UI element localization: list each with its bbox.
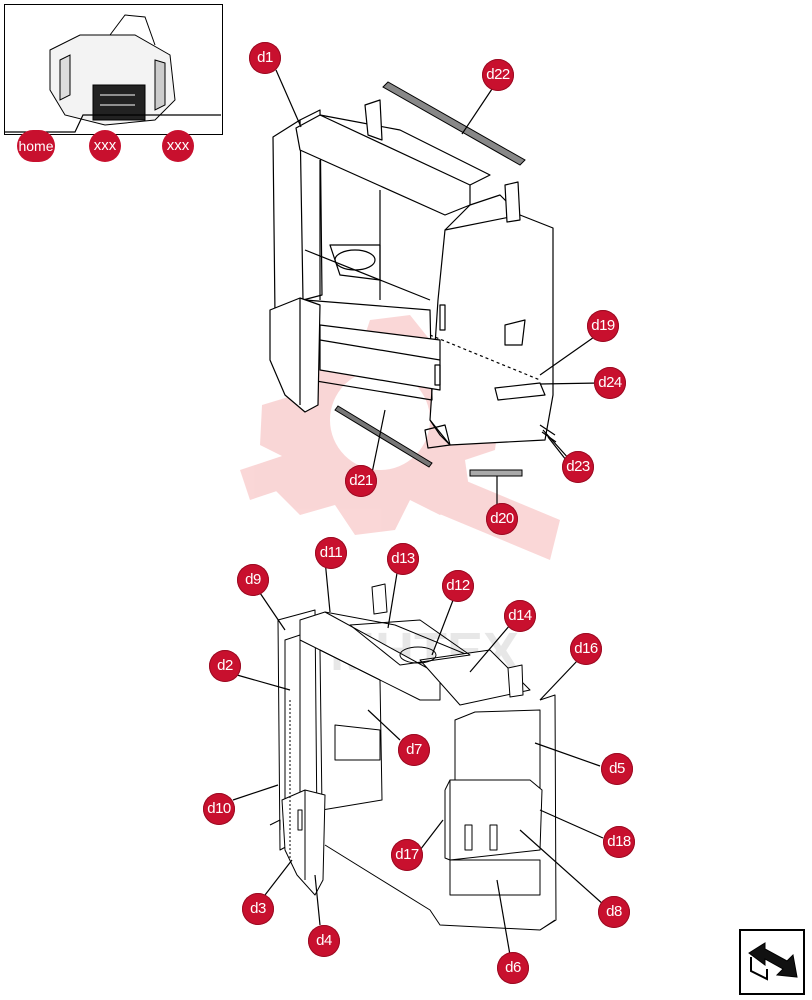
machine-overview-icon [5, 14, 221, 133]
home-button[interactable]: home [17, 130, 55, 162]
return-arrow-icon [748, 942, 798, 981]
callout-d13[interactable]: d13 [387, 543, 419, 575]
callout-d22[interactable]: d22 [482, 59, 514, 91]
callout-d18[interactable]: d18 [603, 826, 635, 858]
callout-d9[interactable]: d9 [237, 564, 269, 596]
callout-d14[interactable]: d14 [504, 600, 536, 632]
nav-button-2[interactable]: xxx [162, 130, 194, 162]
upper-frame-assembly [269, 99, 557, 449]
callout-d7[interactable]: d7 [398, 734, 430, 766]
callout-d3[interactable]: d3 [242, 893, 274, 925]
lower-panel-assembly [269, 583, 557, 931]
d20-strip [469, 469, 523, 477]
callout-d8[interactable]: d8 [598, 896, 630, 928]
callout-d2[interactable]: d2 [209, 650, 241, 682]
callout-d16[interactable]: d16 [570, 633, 602, 665]
callout-d17[interactable]: d17 [391, 839, 423, 871]
callout-d6[interactable]: d6 [497, 952, 529, 984]
overview-thumbnail[interactable] [4, 4, 223, 135]
callout-d11[interactable]: d11 [315, 537, 347, 569]
callout-d5[interactable]: d5 [601, 753, 633, 785]
callout-d21[interactable]: d21 [345, 465, 377, 497]
callout-d12[interactable]: d12 [442, 570, 474, 602]
callout-d19[interactable]: d19 [587, 310, 619, 342]
callout-d24[interactable]: d24 [594, 367, 626, 399]
callout-d4[interactable]: d4 [308, 925, 340, 957]
callout-d23[interactable]: d23 [562, 451, 594, 483]
callout-d10[interactable]: d10 [203, 793, 235, 825]
nav-button-1[interactable]: xxx [89, 130, 121, 162]
d21-strip [334, 405, 433, 468]
leader-lines [232, 69, 605, 956]
callout-d1[interactable]: d1 [249, 42, 281, 74]
d22-strip [382, 81, 526, 166]
callout-d20[interactable]: d20 [486, 503, 518, 535]
return-button[interactable] [739, 929, 805, 995]
